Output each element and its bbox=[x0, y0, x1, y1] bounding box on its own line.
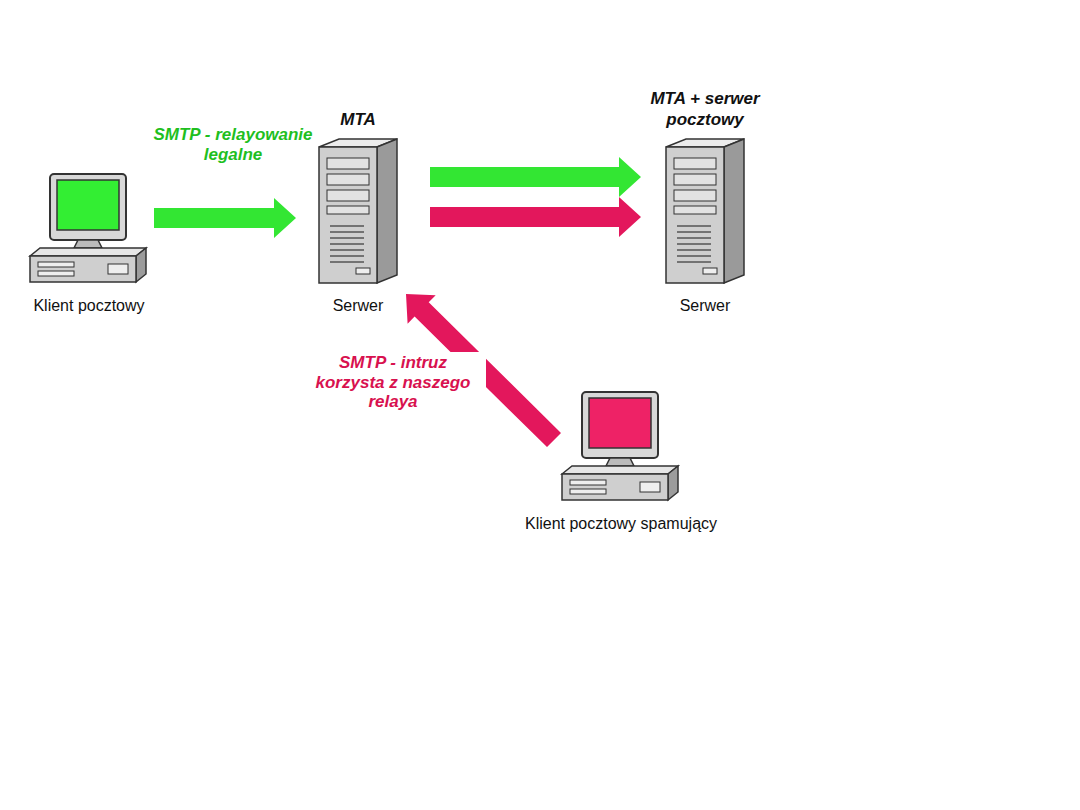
server-node: MTA + serwer pocztowySerwer bbox=[615, 89, 795, 315]
arrow-label: SMTP - relayowanie legalne bbox=[150, 124, 316, 165]
node-label: Serwer bbox=[680, 296, 731, 315]
node-label: Klient pocztowy spamujący bbox=[525, 514, 717, 533]
computer-node: Klient pocztowy bbox=[4, 172, 174, 315]
computer-icon bbox=[28, 172, 150, 284]
server-tower-icon bbox=[318, 138, 398, 284]
arrow-label: SMTP - intruz korzysta z naszego relaya bbox=[300, 352, 486, 413]
server-tower-icon bbox=[665, 138, 745, 284]
fat-arrow bbox=[430, 157, 641, 197]
server-heading: MTA + serwer pocztowy bbox=[615, 89, 795, 130]
computer-icon bbox=[560, 390, 682, 502]
fat-arrow bbox=[154, 198, 296, 238]
node-label: Serwer bbox=[333, 296, 384, 315]
fat-arrow bbox=[430, 197, 641, 237]
computer-node: Klient pocztowy spamujący bbox=[491, 390, 751, 533]
server-heading: MTA bbox=[340, 110, 376, 130]
node-label: Klient pocztowy bbox=[33, 296, 144, 315]
